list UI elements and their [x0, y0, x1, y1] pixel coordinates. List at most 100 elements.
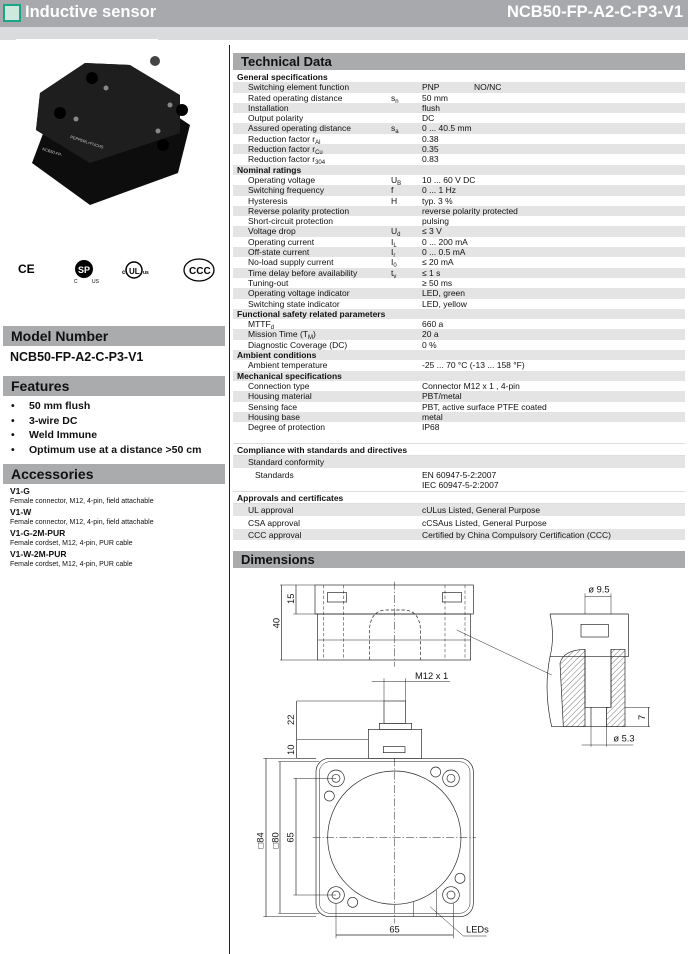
spec-value-text: 20 a [422, 329, 439, 340]
front-view [263, 758, 487, 939]
product-model-text: NCB50-FP- [42, 146, 64, 157]
dimension-labels: 40 15 M12 x 1 22 10 □84 □80 65 65 LEDs ø… [255, 585, 647, 935]
spec-section-heading: Approvals and certificates [233, 492, 685, 505]
spec-value: 0 ... 0.5 mA [422, 247, 465, 257]
spec-label: Ambient temperature [248, 360, 327, 370]
spec-value-text: flush [422, 102, 440, 113]
spec-label: Reverse polarity protection [248, 206, 349, 216]
features-list: •50 mm flush •3-wire DC •Weld Immune •Op… [10, 399, 201, 458]
spec-value: Certified by China Compulsory Certificat… [422, 529, 611, 541]
accessory-name[interactable]: V1-G [10, 486, 30, 496]
spec-value-text: 0 ... 40.5 mm [422, 123, 472, 134]
spec-symbol: H [391, 196, 397, 206]
spec-value: LED, yellow [422, 299, 467, 309]
spec-row: CSA approval cCSAus Listed, General Purpo… [233, 517, 685, 529]
spec-label: Off-state current [248, 247, 309, 257]
technical-data-heading: Technical Data [233, 53, 685, 70]
spec-row: Connection type Connector M12 x 1 , 4-pin [233, 381, 685, 391]
spec-value-text: cULus Listed, General Purpose [422, 505, 541, 516]
dim-10: 10 [286, 745, 296, 755]
feature-item: •Weld Immune [11, 429, 98, 442]
spec-value-text: 10 ... 60 V DC [422, 174, 476, 185]
spec-label-text: Hysteresis [248, 195, 288, 206]
spec-label-text: Connection type [248, 380, 310, 391]
spec-value-text: DC [422, 113, 435, 124]
spec-label-text: Assured operating distance [248, 123, 352, 134]
spec-value: metal [422, 412, 443, 422]
spec-symbol-subscript: d [397, 232, 401, 239]
spec-value-text: 0.83 [422, 154, 439, 165]
spec-label: Output polarity [248, 113, 303, 123]
spec-label-text: Sensing face [248, 401, 298, 412]
spec-label-text: Reduction factor r [248, 133, 316, 144]
spec-value-text: PNP [422, 82, 440, 93]
spec-row: Mission Time (TM)20 a [233, 329, 685, 341]
page-title: Inductive sensor [25, 3, 157, 21]
spec-label: Operating current [248, 237, 314, 247]
accessory-name[interactable]: V1-G-2M-PUR [10, 528, 66, 538]
spec-label-text: Degree of protection [248, 422, 326, 433]
leds-label: LEDs [466, 925, 489, 935]
svg-text:SP: SP [78, 265, 90, 275]
spec-symbol-text: I [391, 247, 394, 258]
spec-row: Diagnostic Coverage (DC) 0 % [233, 340, 685, 350]
spec-label-text: Housing base [248, 411, 300, 422]
accessory-name[interactable]: V1-W [10, 507, 32, 517]
spec-value: 0 % [422, 340, 437, 350]
spec-label-text: CSA approval [248, 517, 300, 528]
spec-label-text: Operating current [248, 236, 315, 247]
spec-symbol-text: I [391, 257, 394, 268]
spec-row: Sensing face PBT, active surface PTFE coa… [233, 402, 685, 412]
spec-value: cCSAus Listed, General Purpose [422, 517, 547, 529]
header-model: NCB50-FP-A2-C-P3-V1 [506, 3, 683, 21]
spec-symbol-subscript: v [393, 273, 397, 280]
spec-label-text: Reduction factor r [248, 144, 316, 155]
spec-row: Tuning-out≥ 50 ms [233, 278, 685, 288]
spec-symbol-subscript: r [393, 253, 396, 260]
svg-text:UL: UL [129, 267, 140, 276]
spec-symbol: IL [391, 237, 397, 249]
spec-value: 660 a [422, 319, 443, 329]
spec-row: Installation flush [233, 102, 685, 114]
spec-value: Connector M12 x 1 , 4-pin [422, 381, 520, 391]
spec-label: Sensing face [248, 402, 297, 412]
spec-value-text: ≤ 3 V [422, 226, 442, 237]
spec-symbol: UB [391, 175, 401, 187]
spec-value-text: 0 ... 200 mA [422, 236, 468, 247]
accessory-name[interactable]: V1-W-2M-PUR [10, 549, 67, 559]
spec-label: No-load supply current [248, 257, 334, 267]
spec-section-heading: Mechanical specifications [233, 370, 685, 381]
spec-value-text: ≥ 50 ms [422, 277, 453, 288]
feature-item: •50 mm flush [11, 400, 91, 412]
dim-dia-5-3: ø 5.3 [613, 734, 634, 744]
spec-label-text: Installation [248, 102, 289, 113]
spec-symbol: f [391, 185, 393, 195]
spec-label: Housing material [248, 391, 312, 401]
header-bar: Inductive sensor NCB50-FP-A2-C-P3-V1 [0, 0, 688, 27]
spec-value: LED, green [422, 288, 465, 298]
spec-section-heading: Functional safety related parameters [233, 308, 685, 320]
spec-label-text: Housing material [248, 391, 312, 402]
spec-row: Standard conformity [233, 456, 685, 469]
spec-value: 0 ... 40.5 mm [422, 123, 472, 133]
spec-symbol: tv [391, 268, 397, 280]
spec-value-text: PBT, active surface PTFE coated [422, 401, 547, 412]
spec-label: Diagnostic Coverage (DC) [248, 340, 347, 350]
spec-label-text: Reverse polarity protection [248, 205, 350, 216]
ccc-logo-icon: CCC [183, 258, 215, 282]
spec-value: 0.35 [422, 144, 439, 154]
feature-item: •3-wire DC [11, 414, 78, 427]
spec-section-heading: Compliance with standards and directives [233, 444, 685, 457]
spec-label: Time delay before availability [248, 268, 357, 278]
accessories-heading: Accessories [3, 464, 225, 484]
spec-value-line2: IEC 60947-5-2:2007 [422, 480, 499, 491]
spec-label-text: Standard conformity [248, 457, 325, 468]
spec-symbol-subscript: n [395, 98, 399, 105]
spec-label: Housing base [248, 412, 300, 422]
spec-label: Switching state indicator [248, 299, 340, 309]
